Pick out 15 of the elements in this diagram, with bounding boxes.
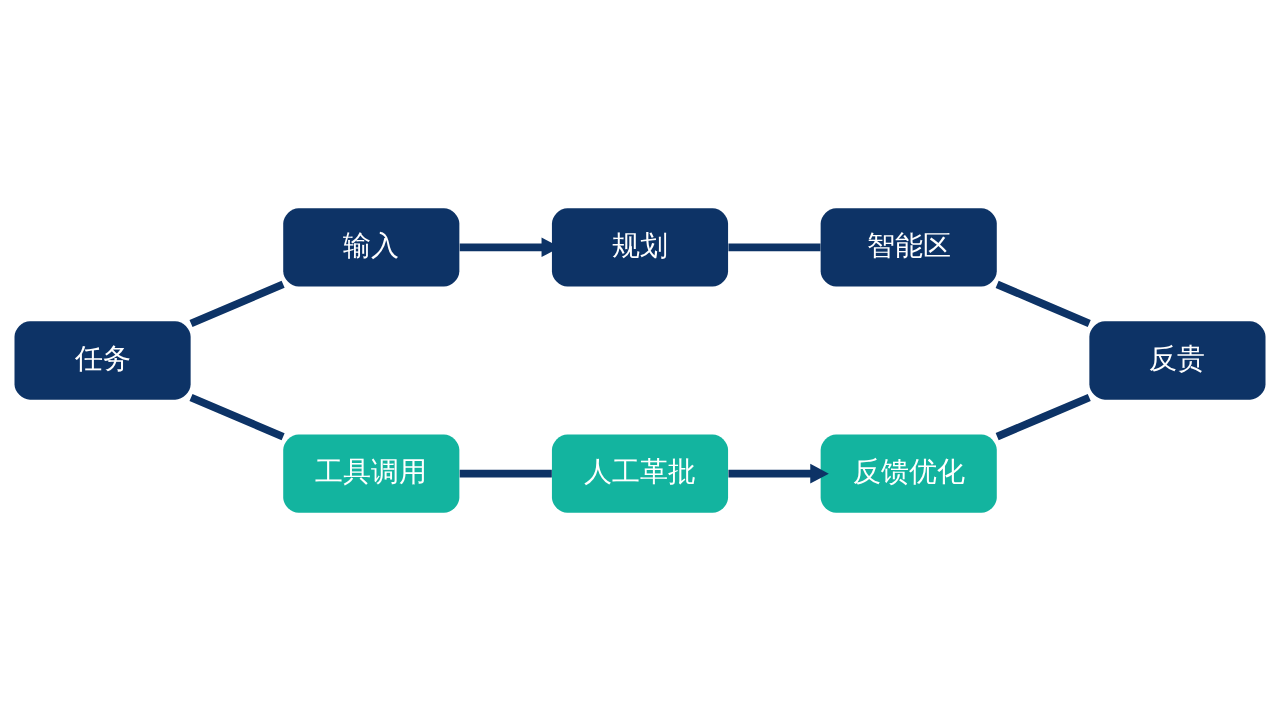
connector (189, 280, 285, 327)
connector (995, 393, 1091, 440)
node-box: 反贵 (1089, 320, 1266, 400)
connector (728, 243, 821, 251)
node-box: 输入 (283, 207, 460, 287)
arrow (728, 463, 829, 483)
connector (995, 280, 1091, 327)
node-box: 反馈优化 (820, 433, 997, 513)
node-box: 任务 (14, 320, 191, 400)
node-box: 规划 (551, 207, 729, 287)
node-box: 智能区 (820, 207, 997, 287)
connector (189, 393, 285, 440)
node-box: 人工革批 (551, 433, 729, 513)
node-box: 工具调用 (283, 433, 460, 513)
connector (459, 469, 552, 477)
